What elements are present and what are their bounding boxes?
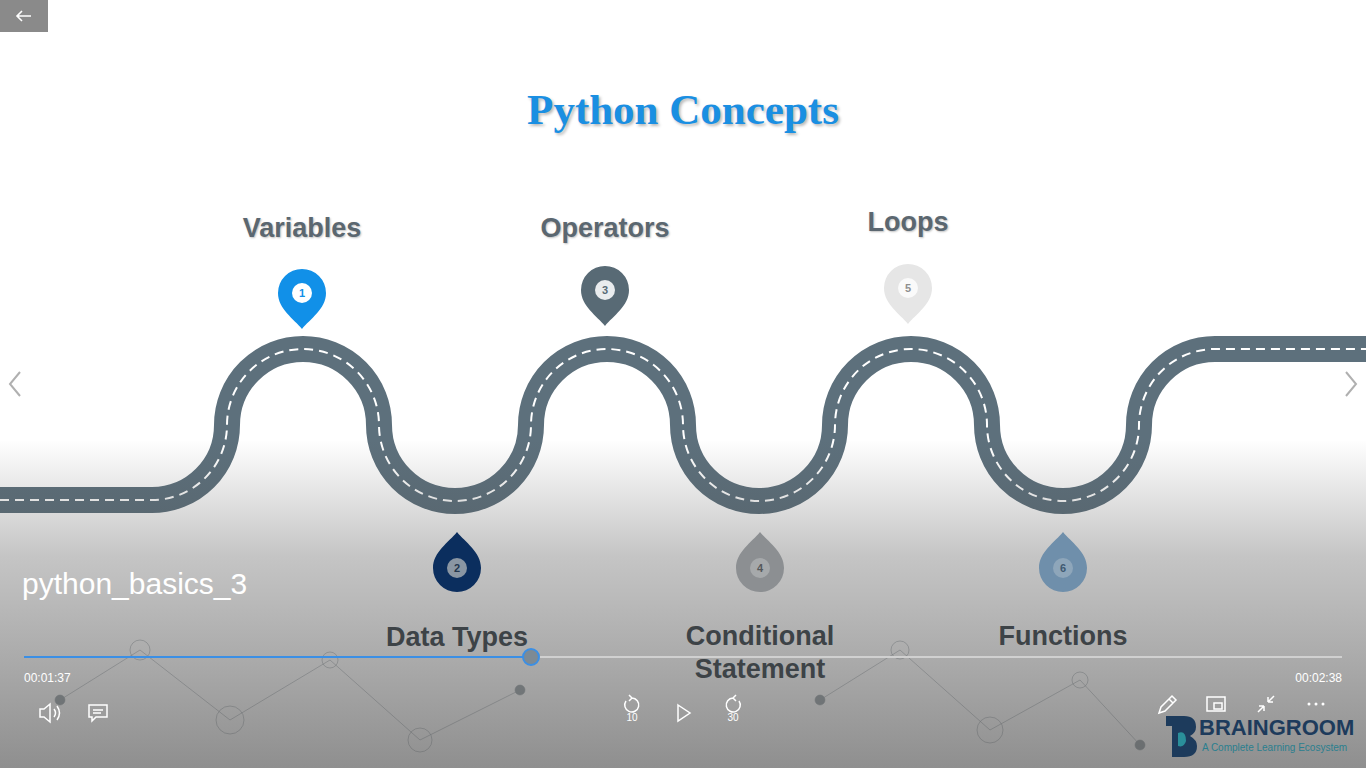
roadmap-pin: Loops5: [882, 264, 934, 326]
total-time: 00:02:38: [1295, 671, 1342, 685]
pin-shape: [734, 530, 786, 592]
step-number: 1: [292, 283, 312, 303]
pin-centre: [447, 558, 467, 578]
progress-fill: [24, 656, 531, 658]
next-chevron: [1346, 372, 1356, 396]
concept-label: Data Types: [337, 621, 577, 654]
step-number: 6: [1053, 558, 1073, 578]
skip-back-seconds: 10: [626, 712, 637, 724]
pin-drop: [278, 269, 326, 329]
logo-tagline: A Complete Learning Ecosystem: [1202, 742, 1347, 754]
concept-label: Functions: [943, 620, 1183, 653]
back-button: [0, 0, 48, 32]
progress-track: [24, 656, 1342, 658]
pin-shape: [1037, 530, 1089, 592]
prev-chevron: [10, 372, 20, 396]
step-number: 3: [595, 280, 615, 300]
pin-group: [433, 532, 481, 592]
pin-centre: [595, 280, 615, 300]
pin-shape: [579, 266, 631, 328]
step-number: 4: [750, 558, 770, 578]
roadmap-pin: Functions6: [1037, 530, 1089, 592]
pin-drop: [433, 532, 481, 592]
forward-icon: [726, 695, 740, 712]
pin-drop: [581, 266, 629, 326]
captions-icon: [89, 705, 107, 721]
logo-mark: [1166, 716, 1197, 757]
slide-title: Python Concepts: [0, 84, 1366, 136]
pin-drop: [1039, 532, 1087, 592]
step-number: 5: [898, 278, 918, 298]
pin-shape: [276, 269, 328, 331]
more-dot: [1315, 703, 1318, 706]
pin-group: [581, 266, 629, 326]
pin-centre: [750, 558, 770, 578]
skip-forward-seconds: 30: [727, 712, 738, 724]
miniview-icon: [1207, 697, 1225, 711]
volume-waves: [54, 706, 60, 720]
elapsed-time: 00:01:37: [24, 671, 71, 685]
concept-label: Loops: [788, 206, 1028, 239]
pin-drop: [884, 264, 932, 324]
concept-label: Operators: [485, 212, 725, 245]
pin-shape: [431, 530, 483, 592]
volume-icon: [40, 704, 50, 722]
play-icon: [678, 705, 690, 721]
step-number: 2: [447, 558, 467, 578]
pin-shape: [882, 264, 934, 326]
roadmap-pin: Variables1: [276, 269, 328, 331]
video-title: python_basics_3: [22, 566, 247, 602]
roadmap-pin: Conditional Statement4: [734, 530, 786, 592]
pin-centre: [898, 278, 918, 298]
player-shade: [0, 440, 1366, 768]
pin-centre: [292, 283, 312, 303]
pin-group: [884, 264, 932, 324]
pin-drop: [736, 532, 784, 592]
pin-group: [278, 269, 326, 329]
pin-group: [1039, 532, 1087, 592]
roadmap-pin: Data Types2: [431, 530, 483, 592]
more-dot: [1308, 703, 1311, 706]
logo-mark-inner: [1178, 732, 1186, 746]
exit-fullscreen-icon: [1258, 696, 1274, 712]
concept-label: Variables: [182, 212, 422, 245]
pen-icon: [1159, 696, 1176, 713]
player-controls: [40, 695, 1274, 722]
back-arrow: [17, 11, 31, 21]
more-dot: [1322, 703, 1325, 706]
logo-name: BRAINGROOM: [1199, 715, 1354, 741]
rewind-icon: [625, 695, 639, 712]
pin-centre: [1053, 558, 1073, 578]
pin-group: [736, 532, 784, 592]
roadmap-pin: Operators3: [579, 266, 631, 328]
concept-label: Conditional Statement: [665, 620, 855, 686]
